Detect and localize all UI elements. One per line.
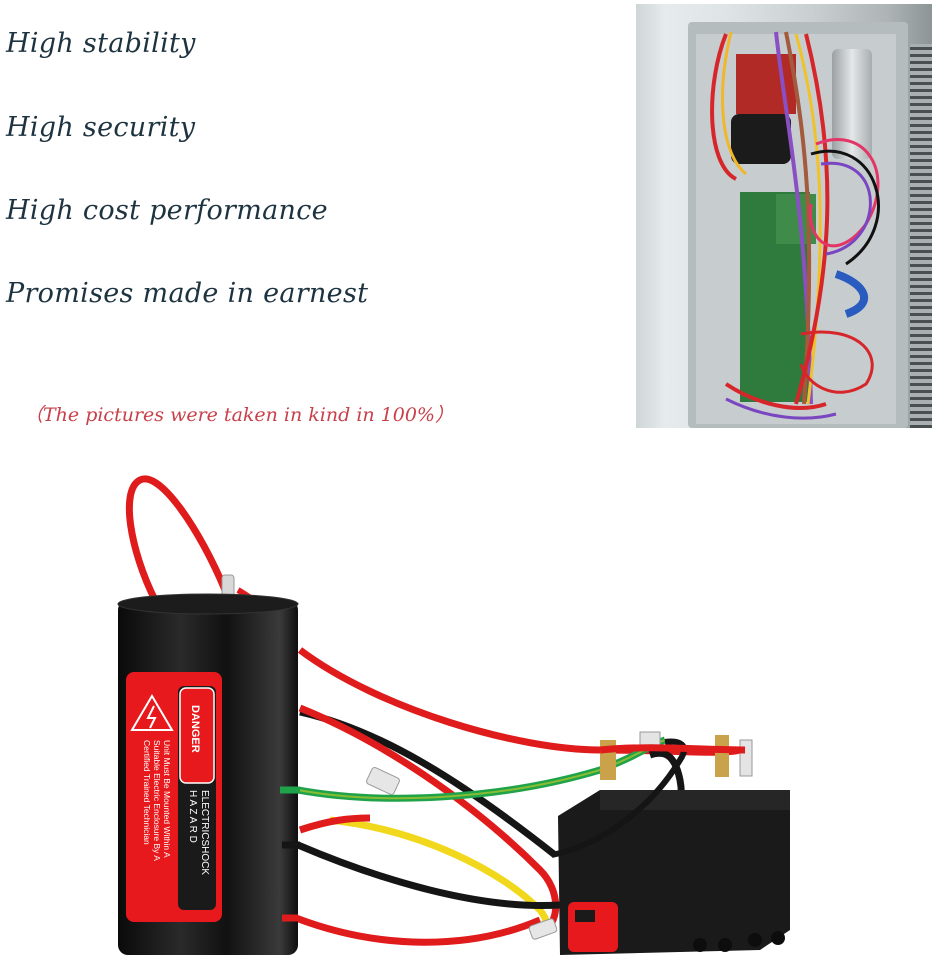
red-loop-wire	[125, 475, 229, 602]
start-capacitor	[117, 593, 299, 955]
hard-start-kit-illustration: DANGER ELECTRICSHOCK H A Z A R D Unit Mu…	[117, 475, 790, 955]
feature-high-cost-performance: High cost performance	[6, 195, 328, 226]
spade-terminal	[366, 766, 400, 796]
label-hazard-line1: ELECTRICSHOCK	[199, 790, 210, 875]
feature-high-stability: High stability	[6, 28, 196, 59]
product-photo: DANGER ELECTRICSHOCK H A Z A R D Unit Mu…	[0, 450, 938, 964]
wiring-bundle	[710, 31, 880, 420]
start-capacitor	[731, 114, 791, 164]
feature-high-security: High security	[6, 112, 196, 143]
label-warning-line1: Unit Must Be Mounted Within A	[162, 740, 172, 858]
installation-photo	[636, 4, 932, 428]
black-wire-upper	[299, 708, 558, 858]
label-warning-line2: Suitable Electric Enclosure By A	[152, 740, 162, 861]
yellow-wire	[329, 816, 551, 935]
high-voltage-icon	[130, 694, 174, 731]
label-warning-line3: Certified Trained Technician	[142, 740, 152, 845]
label-danger: DANGER	[189, 705, 201, 753]
photo-caption: （The pictures were taken in kind in 100%…	[24, 404, 454, 426]
label-hazard-line2: H A Z A R D	[187, 790, 198, 843]
spade-terminal	[528, 918, 558, 940]
condenser-grill	[910, 44, 932, 428]
red-wire-bottom	[294, 914, 542, 946]
feature-promises: Promises made in earnest	[6, 278, 369, 309]
potential-relay	[558, 731, 790, 955]
